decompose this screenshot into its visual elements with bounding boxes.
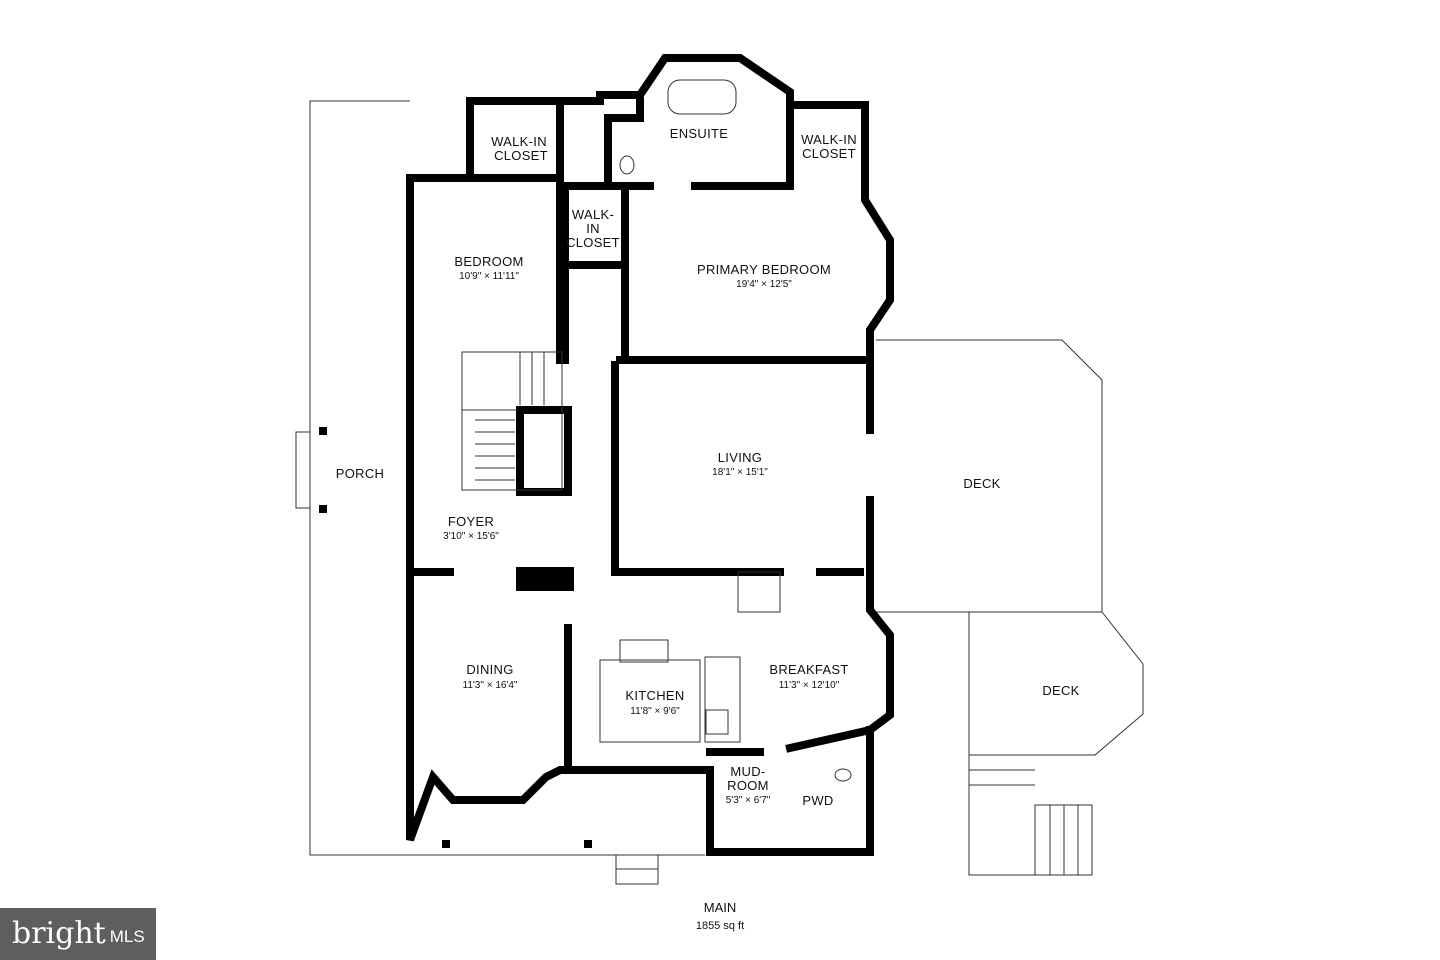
toilet-pwd <box>834 768 852 782</box>
watermark-brand: bright <box>12 916 106 951</box>
kitchen-dims: 11'8" × 9'6" <box>630 706 680 717</box>
bedroom-dims: 10'9" × 11'11" <box>459 271 519 282</box>
porch-outline <box>295 100 705 856</box>
bedroom-label: BEDROOM <box>454 254 523 269</box>
ensuite-label: ENSUITE <box>670 126 728 141</box>
floor-area: 1855 sq ft <box>696 920 744 932</box>
interior-walls <box>406 54 894 856</box>
room-labels: WALK-IN CLOSET ENSUITE WALK-IN CLOSET WA… <box>336 126 1080 808</box>
walkin-closet-left-label-2: CLOSET <box>494 148 548 163</box>
porch-label: PORCH <box>336 466 384 481</box>
deck-steps <box>969 769 1079 875</box>
walkin-closet-right-label-1: WALK-IN <box>801 132 857 147</box>
floor-name: MAIN <box>704 900 737 915</box>
walkin-closet-right-label-2: CLOSET <box>802 146 856 161</box>
toilet-ensuite <box>619 155 635 175</box>
walkin-closet-mid-label-3: CLOSET <box>566 235 620 250</box>
dining-dims: 11'3" × 16'4" <box>463 680 518 691</box>
watermark-suffix: MLS <box>109 927 145 946</box>
foyer-dims: 3'10" × 15'6" <box>443 531 499 542</box>
pwd-label: PWD <box>802 793 833 808</box>
porch-posts <box>319 427 592 848</box>
dining-label: DINING <box>466 662 513 677</box>
deck-outline <box>876 339 1144 876</box>
breakfast-label: BREAKFAST <box>769 662 848 677</box>
walkin-closet-left-label-1: WALK-IN <box>491 134 547 149</box>
foyer-label: FOYER <box>448 514 494 529</box>
walkin-closet-mid-label-2: IN <box>586 221 600 236</box>
mudroom-dims: 5'3" × 6'7" <box>726 795 771 806</box>
kitchen-label: KITCHEN <box>625 688 684 703</box>
living-dims: 18'1" × 15'1" <box>712 467 768 478</box>
bright-mls-watermark: bright MLS <box>0 908 156 960</box>
stair <box>461 351 563 491</box>
primary-bedroom-label: PRIMARY BEDROOM <box>697 262 831 277</box>
deck-upper-label: DECK <box>963 476 1000 491</box>
floor-caption: MAIN 1855 sq ft <box>696 900 744 932</box>
breakfast-dims: 11'3" × 12'10" <box>779 680 840 691</box>
kitchen-island <box>599 639 741 743</box>
primary-bedroom-dims: 19'4" × 12'5" <box>736 279 792 290</box>
living-divider-cabinet <box>737 571 781 613</box>
walkin-closet-mid-label-1: WALK- <box>572 207 614 222</box>
mudroom-label-1: MUD- <box>730 764 765 779</box>
deck-lower-label: DECK <box>1042 683 1079 698</box>
living-label: LIVING <box>718 450 762 465</box>
mudroom-label-2: ROOM <box>727 778 769 793</box>
bathtub <box>667 79 737 115</box>
fireplace <box>516 567 574 591</box>
